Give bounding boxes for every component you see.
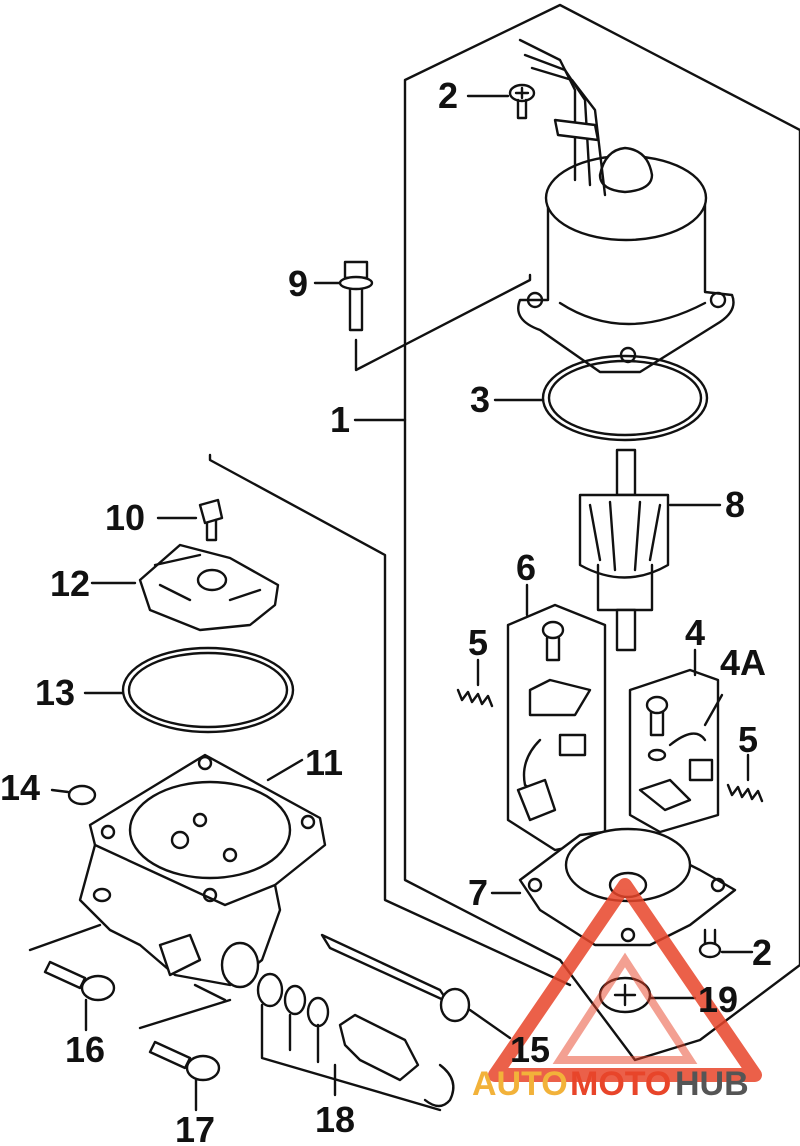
motor-housing <box>517 146 735 374</box>
callout-14: 14 <box>0 767 40 808</box>
callout-3: 3 <box>470 379 490 420</box>
callout-6: 6 <box>516 547 536 588</box>
callout-4: 4 <box>685 612 705 653</box>
watermark-logo <box>488 878 762 1082</box>
callout-5-left: 5 <box>468 622 488 663</box>
bolt-9 <box>313 260 532 372</box>
callout-5-right: 5 <box>738 719 758 760</box>
watermark-text-hub: HUB <box>675 1065 749 1103</box>
watermark-text-auto: AUTO <box>472 1065 568 1103</box>
screw-2-lower <box>698 928 754 959</box>
watermark-text-moto: MOTO <box>570 1065 671 1103</box>
spring-5-left <box>456 658 494 708</box>
spring-5-right <box>726 753 764 803</box>
bolt-17 <box>138 998 232 1112</box>
callout-15: 15 <box>510 1029 550 1070</box>
bolt-15 <box>320 933 512 1040</box>
valve-group-18 <box>256 972 455 1112</box>
motor-wires <box>518 38 607 197</box>
callout-2-top: 2 <box>438 75 458 116</box>
oring-13 <box>121 646 295 734</box>
callout-17: 17 <box>175 1109 215 1146</box>
assembly-bracket-1 <box>403 3 800 1062</box>
end-plate-7 <box>490 827 737 947</box>
callout-13: 13 <box>35 672 75 713</box>
callout-12: 12 <box>50 563 90 604</box>
bolt-16 <box>43 960 116 1032</box>
callout-1: 1 <box>330 399 350 440</box>
callout-11: 11 <box>305 742 343 783</box>
assembly-bracket-lower <box>208 453 572 987</box>
pump-body-11 <box>28 753 327 1002</box>
callout-8: 8 <box>725 484 745 525</box>
callout-10: 10 <box>105 497 145 538</box>
screw-2-top <box>466 83 536 120</box>
pin-10 <box>156 498 224 542</box>
oring-3 <box>541 354 709 442</box>
brush-holder-4 <box>628 648 724 834</box>
callout-16: 16 <box>65 1029 105 1070</box>
callout-19: 19 <box>698 979 738 1020</box>
brush-holder-6 <box>506 583 607 852</box>
armature-8 <box>578 448 722 652</box>
oring-14 <box>67 784 97 806</box>
callout-9: 9 <box>288 263 308 304</box>
callout-18: 18 <box>315 1099 355 1140</box>
callout-7: 7 <box>468 872 488 913</box>
callout-4a: 4A <box>720 642 766 683</box>
callout-2-lower: 2 <box>752 932 772 973</box>
cover-12 <box>90 543 280 632</box>
